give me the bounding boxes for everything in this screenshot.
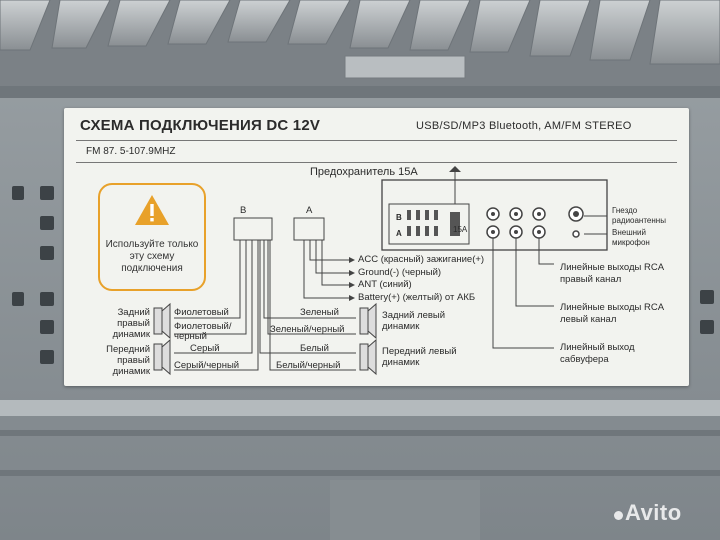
front-left-speaker-label: Передний левый динамик — [382, 346, 457, 368]
divider-top — [76, 140, 677, 141]
ext-mic-label: Внешний микрофон — [612, 228, 650, 247]
gray-black-wire-label: Серый/черный — [174, 360, 240, 371]
green-black-wire-label: Зеленый/черный — [270, 324, 345, 335]
avito-logo-icon — [614, 511, 623, 520]
rear-right-speaker-label: Задний правый динамик — [112, 307, 150, 340]
socket-b-label: B — [396, 213, 402, 222]
fuse-label: Предохранитель 15А — [310, 166, 418, 178]
wiring-lines — [153, 166, 608, 376]
acc-wire-label: ACC (красный) зажигание(+) — [358, 254, 485, 265]
connector-a-body — [293, 217, 325, 241]
subwoofer-label: Линейный выход сабвуфера — [560, 342, 635, 365]
white-black-wire-label: Белый/черный — [276, 360, 341, 371]
antenna-jack-label: Гнездо радиоантенны — [612, 206, 666, 225]
divider-bottom — [76, 162, 677, 163]
head-unit-outline — [381, 179, 608, 251]
connector-b-body — [233, 217, 273, 241]
frequency-range: FM 87. 5-107.9MHZ — [86, 146, 176, 157]
rear-left-speaker-label: Задний левый динамик — [382, 310, 446, 332]
unit-iso-socket — [388, 203, 470, 245]
warning-box: Используйте только эту схему подключения — [98, 183, 206, 291]
ground-wire-label: Ground(-) (черный) — [358, 267, 442, 278]
front-right-speaker-label: Передний правый динамик — [106, 344, 150, 377]
warning-icon — [135, 195, 169, 225]
speaker-rear-right — [153, 307, 163, 335]
connector-b-label: B — [240, 205, 247, 216]
rca-right-label: Линейные выходы RCA правый канал — [560, 262, 664, 285]
features-line: USB/SD/MP3 Bluetooth, AM/FM STEREO — [416, 120, 632, 132]
connection-diagram-sticker: СХЕМА ПОДКЛЮЧЕНИЯ DC 12V USB/SD/MP3 Blue… — [64, 108, 689, 386]
violet-wire-label: Фиолетовый — [174, 307, 229, 318]
gray-wire-label: Серый — [190, 343, 220, 354]
speaker-rear-left — [359, 307, 369, 335]
violet-black-wire-label: Фиолетовый/ черный — [174, 321, 232, 342]
white-wire-label: Белый — [300, 343, 329, 354]
green-wire-label: Зеленый — [300, 307, 339, 318]
battery-wire-label: Battery(+) (желтый) от АКБ — [358, 292, 476, 303]
rca-left-label: Линейные выходы RCA левый канал — [560, 302, 664, 325]
ant-wire-label: ANT (синий) — [358, 279, 412, 290]
warning-text: Используйте только эту схему подключения — [105, 239, 199, 274]
diagram-title: СХЕМА ПОДКЛЮЧЕНИЯ DC 12V — [80, 117, 321, 134]
socket-a-label: A — [396, 229, 402, 238]
fuse-value: 15A — [453, 225, 468, 234]
speaker-front-left — [359, 343, 369, 371]
connector-a-label: A — [306, 205, 313, 216]
avito-watermark: Avito — [614, 500, 682, 526]
watermark-text: Avito — [625, 500, 682, 525]
speaker-front-right — [153, 343, 163, 371]
